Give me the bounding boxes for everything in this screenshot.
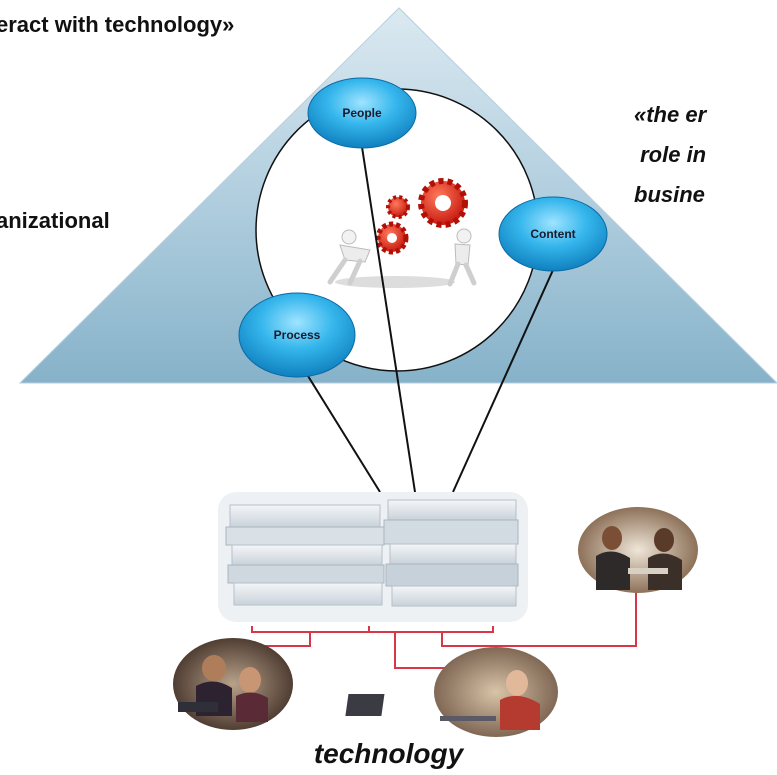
people-node[interactable] xyxy=(307,77,417,149)
paper-stacks-photo xyxy=(218,492,528,622)
content-node[interactable] xyxy=(498,196,608,272)
bottom-label-text: technology xyxy=(313,738,464,769)
gears-with-figures-illustration xyxy=(327,178,477,288)
meeting-people-photo xyxy=(173,638,293,730)
process-node-label: Process xyxy=(274,328,321,342)
right-quote-line-2: role in xyxy=(634,142,707,167)
content-node-label: Content xyxy=(530,227,575,241)
right-quote-line-1: «the er xyxy=(634,102,707,127)
connector-line-content xyxy=(452,269,554,493)
connector-line-people xyxy=(361,146,416,493)
top-quote-text: eract with technology» xyxy=(0,12,235,37)
right-quote-text: «the er role in busine xyxy=(634,95,706,215)
right-quote-line-3: busine xyxy=(634,182,705,207)
process-node[interactable] xyxy=(238,292,356,378)
left-label-text: anizational xyxy=(0,208,110,233)
people-node-label: People xyxy=(342,106,382,120)
connector-line-process xyxy=(307,375,381,493)
two-people-phone-photo xyxy=(578,507,698,593)
laptop-woman-photo xyxy=(345,647,558,737)
